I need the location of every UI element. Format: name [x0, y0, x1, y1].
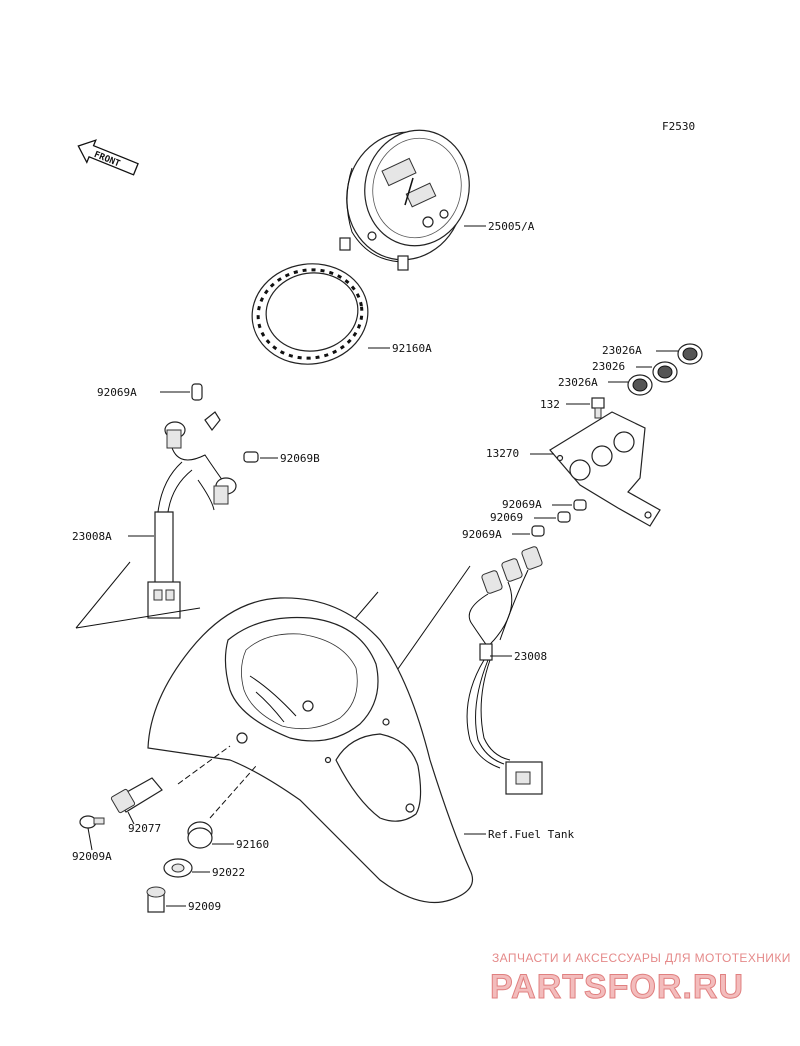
label-23026: 23026: [592, 360, 625, 373]
bulb-icon-r1: [573, 499, 587, 511]
label-92069a-r2: 92069A: [462, 528, 502, 541]
label-92069-r: 92069: [490, 511, 523, 524]
bolt-icon: [146, 886, 166, 913]
label-23026a-bottom: 23026A: [558, 376, 598, 389]
label-92160: 92160: [236, 838, 269, 851]
label-23008: 23008: [514, 650, 547, 663]
figure-code: F2530: [662, 120, 695, 133]
speedometer-part: [339, 129, 470, 271]
label-25005a: 25005/A: [488, 220, 535, 233]
watermark-tagline: ЗАПЧАСТИ И АКСЕССУАРЫ ДЛЯ МОТОТЕХНИКИ: [492, 951, 791, 965]
watermark-brand: PARTSFOR.RU: [490, 968, 744, 1006]
label-92160a: 92160A: [392, 342, 432, 355]
grommet-icon-3: [627, 374, 653, 396]
label-92069a-r1: 92069A: [502, 498, 542, 511]
right-harness-part: [466, 546, 543, 795]
label-23008a: 23008A: [72, 530, 112, 543]
bulb-icon-left: [191, 383, 203, 401]
bulb-icon-r2: [557, 511, 571, 523]
bulb-icon-b: [243, 451, 259, 463]
grommet-icon-1: [677, 343, 703, 365]
bracket-part: [549, 411, 661, 527]
bolt-132-icon: [591, 397, 605, 419]
grommet-small-icon: [187, 821, 213, 849]
label-92009: 92009: [188, 900, 221, 913]
screw-icon: [79, 815, 105, 829]
bulb-icon-r3: [531, 525, 545, 537]
knob-icon: [110, 777, 163, 814]
label-ref-fuel-tank: Ref.Fuel Tank: [488, 828, 574, 841]
front-arrow-icon: FRONT: [77, 139, 139, 176]
left-harness-part: [147, 411, 237, 619]
label-92022: 92022: [212, 866, 245, 879]
label-23026a-top: 23026A: [602, 344, 642, 357]
label-13270: 13270: [486, 447, 519, 460]
label-92069a-left: 92069A: [97, 386, 137, 399]
grommet-icon-2: [652, 361, 678, 383]
washer-icon: [163, 858, 193, 878]
label-132: 132: [540, 398, 560, 411]
label-92009a: 92009A: [72, 850, 112, 863]
ring-part: [251, 263, 369, 365]
label-92069b: 92069B: [280, 452, 320, 465]
fuel-tank-cover-part: [147, 597, 474, 904]
label-92077: 92077: [128, 822, 161, 835]
